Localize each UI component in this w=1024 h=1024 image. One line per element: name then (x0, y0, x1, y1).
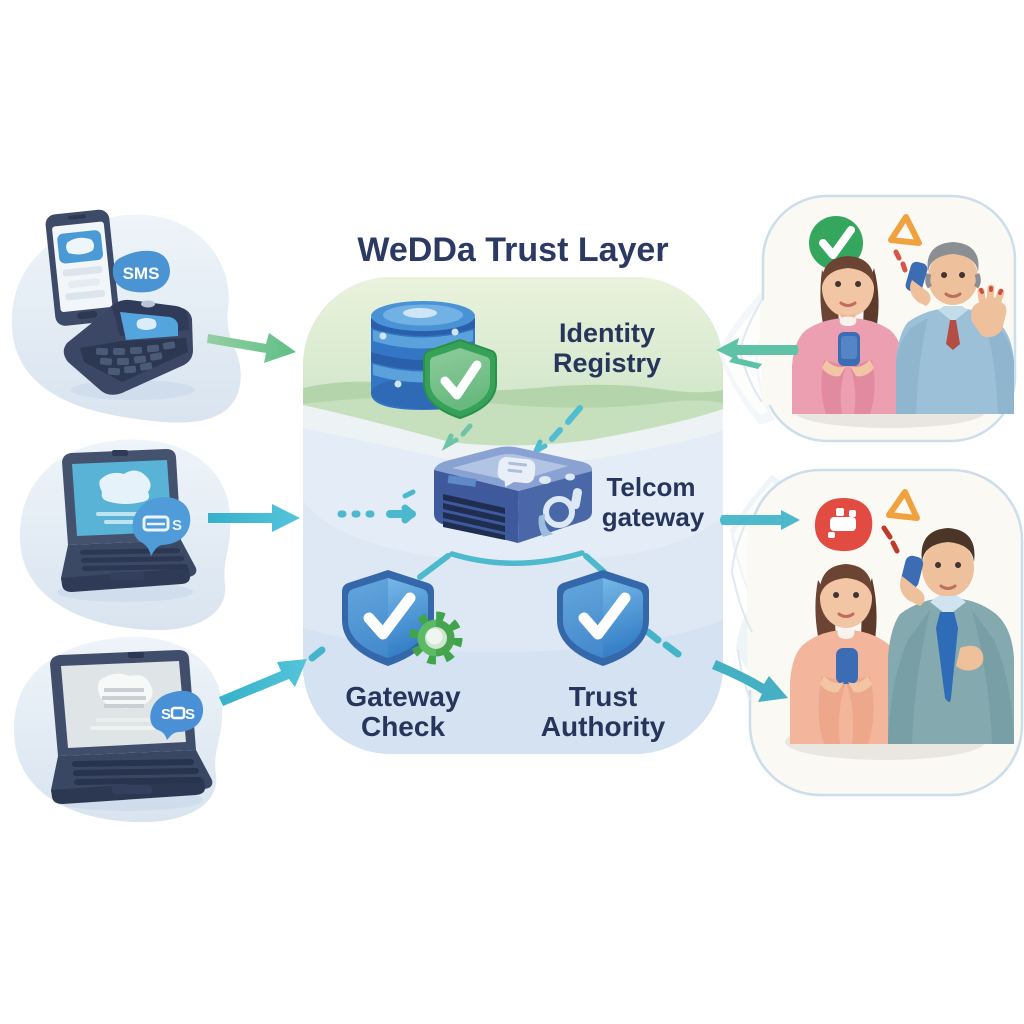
svg-text:S: S (185, 706, 195, 723)
svg-text:gateway: gateway (602, 502, 705, 532)
svg-text:Check: Check (361, 711, 445, 742)
svg-text:WeDDa Trust Layer: WeDDa Trust Layer (357, 231, 668, 269)
svg-text:Gateway: Gateway (345, 681, 461, 712)
svg-text:Identity: Identity (559, 318, 655, 348)
svg-text:S: S (172, 517, 182, 534)
svg-text:SMS: SMS (123, 264, 160, 283)
svg-text:Trust: Trust (569, 681, 637, 712)
svg-text:Authority: Authority (541, 711, 666, 742)
svg-text:Registry: Registry (553, 348, 661, 378)
svg-text:S: S (161, 706, 171, 723)
svg-text:Telcom: Telcom (606, 472, 695, 502)
